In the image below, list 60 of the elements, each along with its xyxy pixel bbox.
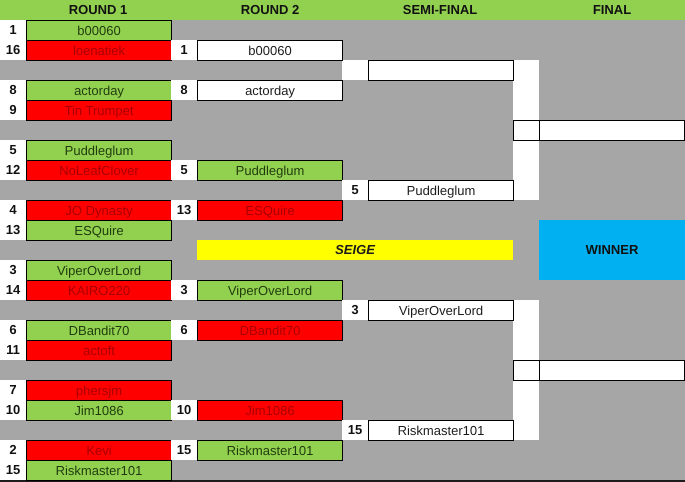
seed-number: 15 — [0, 460, 26, 480]
player-slot: Puddleglum — [26, 140, 172, 161]
column-header: SEMI-FINAL — [402, 1, 478, 19]
player-slot: Riskmaster101 — [197, 440, 343, 461]
seed-number: 1 — [171, 40, 197, 60]
player-slot: actoft — [26, 340, 172, 361]
player-slot: Kevi — [26, 440, 172, 461]
seed-number: 13 — [0, 220, 26, 240]
player-slot: loenatiek — [26, 40, 172, 61]
seed-number: 6 — [0, 320, 26, 340]
seed-number: 4 — [0, 200, 26, 220]
player-slot: Jim1086 — [197, 400, 343, 421]
column-header: ROUND 2 — [240, 1, 300, 19]
seed-number: 5 — [171, 160, 197, 180]
player-slot: ViperOverLord — [26, 260, 172, 281]
title-banner: SEIGE — [197, 240, 513, 260]
seed-number: 15 — [342, 420, 368, 440]
player-slot: phersjm — [26, 380, 172, 401]
player-slot: Tin Trumpet — [26, 100, 172, 121]
seed-number: 16 — [0, 40, 26, 60]
seed-number: 6 — [171, 320, 197, 340]
player-slot: ViperOverLord — [368, 300, 514, 321]
winner-banner: WINNER — [539, 220, 685, 280]
seed-number: 2 — [0, 440, 26, 460]
player-slot: Jim1086 — [26, 400, 172, 421]
seed-number: 8 — [0, 80, 26, 100]
player-slot: b00060 — [26, 20, 172, 41]
seed-number: 7 — [0, 380, 26, 400]
seed-number: 1 — [0, 20, 26, 40]
player-slot: actorday — [26, 80, 172, 101]
seed-number: 15 — [171, 440, 197, 460]
seed-number: 3 — [171, 280, 197, 300]
seed-number: 10 — [0, 400, 26, 420]
seed-number: 14 — [0, 280, 26, 300]
player-slot: Puddleglum — [368, 180, 514, 201]
seed-number: 5 — [342, 180, 368, 200]
seed-number: 9 — [0, 100, 26, 120]
seed-number: 11 — [0, 340, 26, 360]
player-slot: actorday — [197, 80, 343, 101]
seed-number: 12 — [0, 160, 26, 180]
player-slot: DBandit70 — [197, 320, 343, 341]
seed-number: 5 — [0, 140, 26, 160]
seed-number: 13 — [171, 200, 197, 220]
player-slot: JO Dynasty — [26, 200, 172, 221]
player-slot: b00060 — [197, 40, 343, 61]
player-slot: Riskmaster101 — [26, 460, 172, 481]
seed-number: 8 — [171, 80, 197, 100]
seed-number: 10 — [171, 400, 197, 420]
player-slot: ESQuire — [26, 220, 172, 241]
player-slot: ESQuire — [197, 200, 343, 221]
column-header: FINAL — [592, 1, 632, 19]
player-slot: KAIRO220 — [26, 280, 172, 301]
player-slot: NoLeafClover — [26, 160, 172, 181]
player-slot: DBandit70 — [26, 320, 172, 341]
seed-number: 3 — [0, 260, 26, 280]
player-slot: Riskmaster101 — [368, 420, 514, 441]
seed-number: 3 — [342, 300, 368, 320]
player-slot: ViperOverLord — [197, 280, 343, 301]
column-header: ROUND 1 — [68, 1, 128, 19]
player-slot: Puddleglum — [197, 160, 343, 181]
